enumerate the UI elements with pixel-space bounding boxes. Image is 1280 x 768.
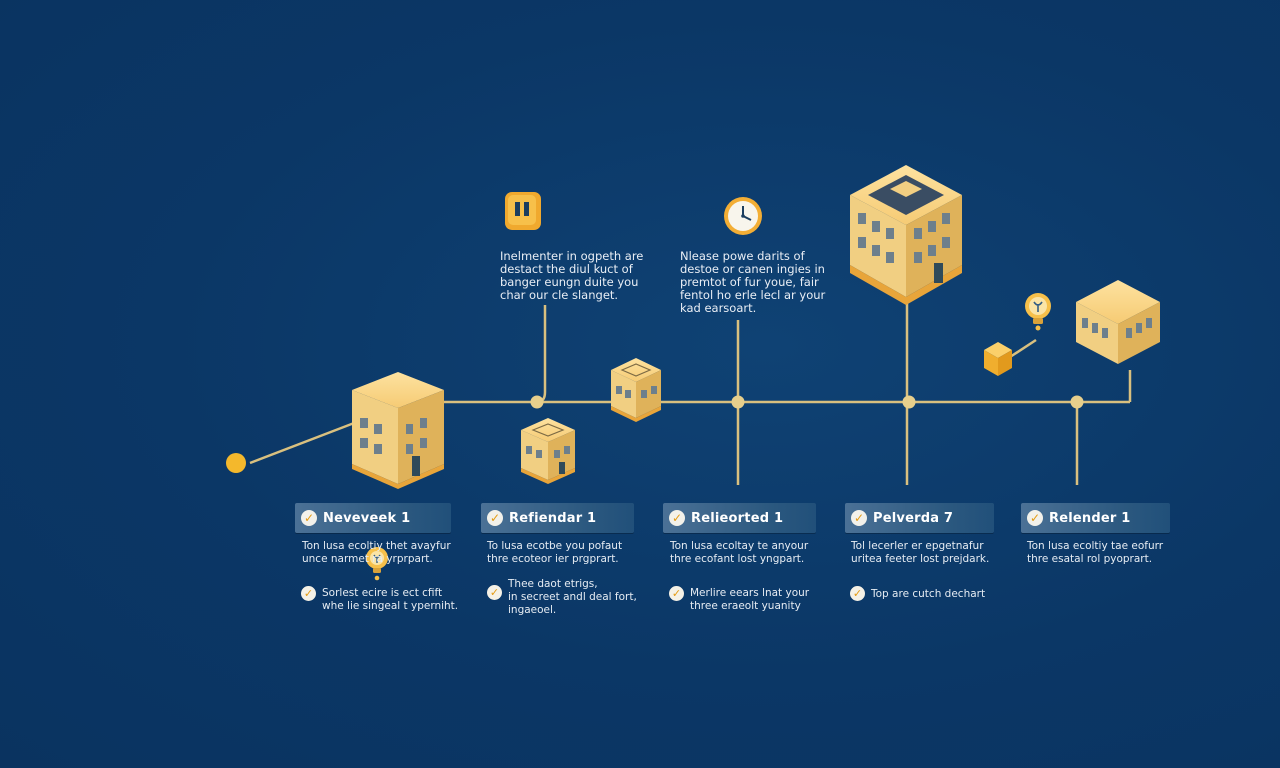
check-icon: ✓ bbox=[301, 510, 317, 526]
top-note-1: Inelmenter in ogpeth are destact the diu… bbox=[500, 249, 644, 302]
stage-card-4[interactable]: ✓ Pelverda 7 bbox=[845, 503, 994, 533]
stage-description-5: Ton lusa ecoltiy tae eofurr thre esatal … bbox=[1027, 540, 1164, 565]
node-3 bbox=[902, 395, 916, 409]
building-icon bbox=[352, 372, 444, 489]
top-note-2: Nlease powe darits of destoe or canen in… bbox=[680, 249, 826, 315]
stage-subpoint-4: ✓ Top are cutch dechart bbox=[850, 586, 1030, 601]
check-icon: ✓ bbox=[301, 586, 316, 601]
building-icon bbox=[611, 358, 661, 422]
lightbulb-icon bbox=[366, 547, 388, 581]
stage-card-3[interactable]: ✓ Relieorted 1 bbox=[663, 503, 816, 533]
cube-icon bbox=[984, 342, 1012, 376]
connector-nodes bbox=[530, 395, 1084, 409]
stage-subpoint-1: ✓ Sorlest ecire is ect cfift whe lie sin… bbox=[301, 586, 491, 613]
check-icon: ✓ bbox=[487, 585, 502, 600]
stage-description-2: To lusa ecotbe you pofaut thre ecoteor i… bbox=[487, 540, 623, 565]
stage-card-5[interactable]: ✓ Relender 1 bbox=[1021, 503, 1170, 533]
connector-start bbox=[249, 418, 363, 465]
building-icon bbox=[521, 418, 575, 484]
stage-subpoint-2: ✓ Thee daot etrigs, in secreet andl deal… bbox=[487, 578, 657, 617]
connector-note-1 bbox=[536, 305, 547, 404]
stage-label-5: Relender 1 bbox=[1049, 510, 1131, 526]
stage-card-2[interactable]: ✓ Refiendar 1 bbox=[481, 503, 634, 533]
check-icon: ✓ bbox=[487, 510, 503, 526]
check-icon: ✓ bbox=[851, 510, 867, 526]
node-2 bbox=[731, 395, 745, 409]
connector-lightbulb bbox=[1009, 338, 1037, 359]
stage-label-1: Neveveek 1 bbox=[323, 510, 411, 526]
check-icon: ✓ bbox=[1027, 510, 1043, 526]
stage-subpoint-3: ✓ Merlire eears lnat your three eraeolt … bbox=[669, 586, 849, 613]
connector-lines bbox=[249, 300, 1132, 485]
stage-label-4: Pelverda 7 bbox=[873, 510, 954, 526]
stage-description-1: Ton lusa ecoltiy thet avayfur unce narme… bbox=[302, 540, 451, 565]
clock-icon bbox=[724, 197, 762, 235]
check-icon: ✓ bbox=[850, 586, 865, 601]
check-icon: ✓ bbox=[669, 586, 684, 601]
stage-card-1[interactable]: ✓ Neveveek 1 bbox=[295, 503, 451, 533]
stage-label-2: Refiendar 1 bbox=[509, 510, 597, 526]
stage-description-4: Tol lecerler er epgetnafur uritea feeter… bbox=[851, 540, 990, 565]
building-icon bbox=[1076, 280, 1160, 364]
check-icon: ✓ bbox=[669, 510, 685, 526]
stage-description-3: Ton lusa ecoltay te anyour thre ecofant … bbox=[670, 540, 809, 565]
start-node bbox=[226, 453, 246, 473]
node-4 bbox=[1070, 395, 1084, 409]
building-icon bbox=[850, 165, 962, 305]
node-1 bbox=[530, 395, 544, 409]
pause-icon bbox=[505, 192, 541, 230]
stage-label-3: Relieorted 1 bbox=[691, 510, 784, 526]
lightbulb-icon bbox=[1025, 293, 1051, 331]
